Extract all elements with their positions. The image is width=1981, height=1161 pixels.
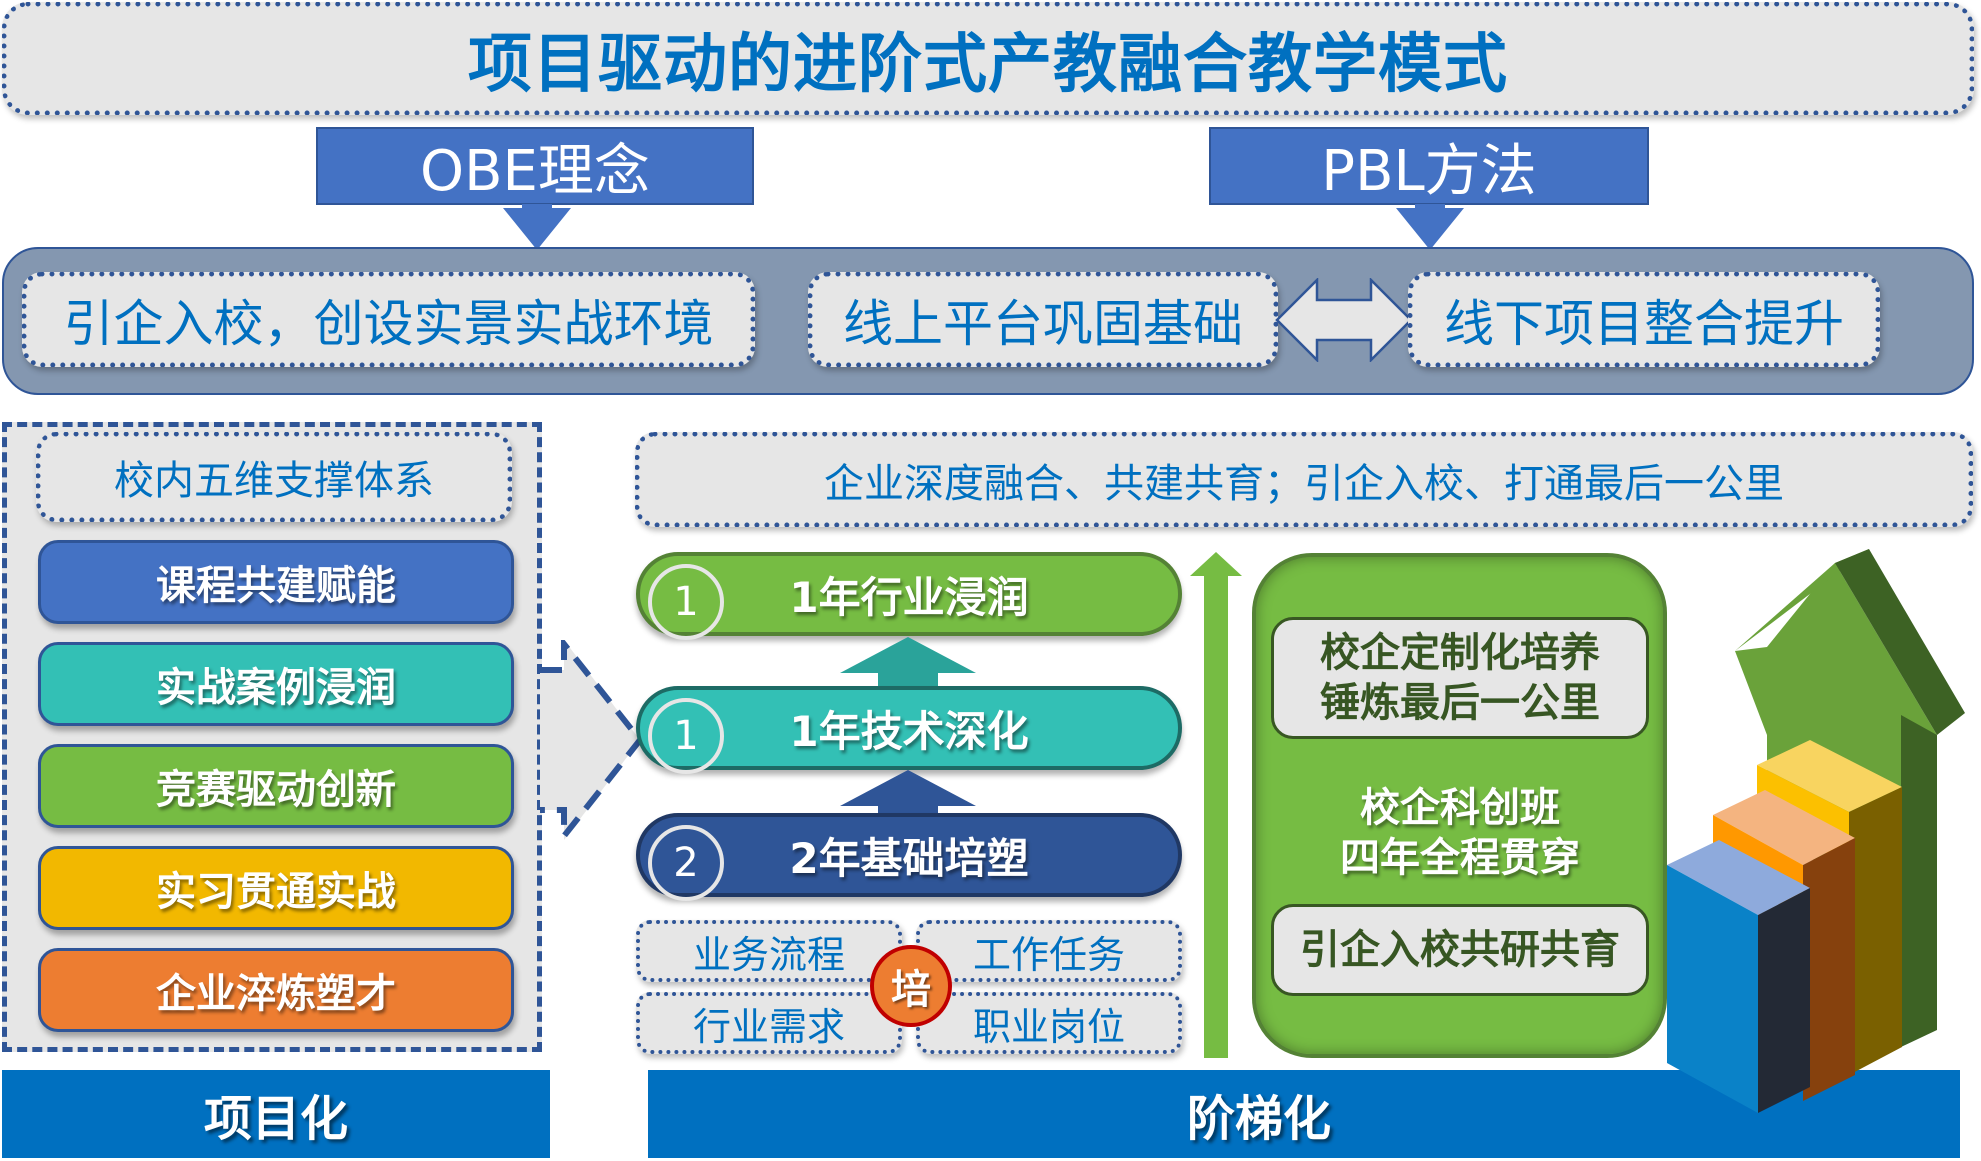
pillar-internship: 实习贯通实战 xyxy=(38,846,514,930)
title-banner: 项目驱动的进阶式产教融合教学模式 xyxy=(2,2,1974,115)
band-item-label: 线下项目整合提升 xyxy=(1444,294,1844,353)
stage-foundation: 2 2年基础培塑 xyxy=(636,813,1182,901)
footer-projectization: 项目化 xyxy=(2,1070,550,1158)
stage-number-badge: 2 xyxy=(648,825,724,901)
foundation-item-label: 业务流程 xyxy=(692,932,845,977)
stage-label: 2年基础培塑 xyxy=(789,833,1029,883)
right-banner-label: 企业深度融合、共建共育；引企入校、打通最后一公里 xyxy=(824,460,1784,507)
growth-stairs-arrow-icon xyxy=(1667,549,1965,1113)
long-up-arrow-icon xyxy=(1190,552,1242,1058)
foundation-item-industry-need: 行业需求 xyxy=(636,992,902,1054)
left-panel-header: 校内五维支撑体系 xyxy=(36,432,512,522)
pillar-case: 实战案例浸润 xyxy=(38,642,514,726)
band-item-label: 引企入校，创设实景实战环境 xyxy=(63,294,714,353)
joint-research-box: 引企入校共研共育 xyxy=(1271,904,1649,996)
pillar-label: 企业淬炼塑才 xyxy=(156,971,396,1017)
left-panel-header-label: 校内五维支撑体系 xyxy=(114,458,434,504)
custom-training-line1: 校企定制化培养 xyxy=(1320,630,1600,676)
page-title: 项目驱动的进阶式产教融合教学模式 xyxy=(468,27,1508,102)
double-arrow-icon xyxy=(1275,278,1413,362)
custom-training-line2: 锤炼最后一公里 xyxy=(1320,680,1600,726)
foundation-item-process: 业务流程 xyxy=(636,920,902,982)
up-arrow-icon xyxy=(840,637,976,673)
stage-number-badge: 1 xyxy=(648,564,724,640)
pbl-concept-box: PBL方法 xyxy=(1209,127,1649,205)
cultivate-badge: 培 xyxy=(870,945,952,1027)
obe-concept-label: OBE理念 xyxy=(420,138,650,204)
pillar-label: 课程共建赋能 xyxy=(156,563,396,609)
obe-concept-box: OBE理念 xyxy=(316,127,754,205)
stage-industry: 1 1年行业浸润 xyxy=(636,552,1182,640)
up-arrow-stem xyxy=(878,672,938,690)
innovation-class-line1: 校企科创班 xyxy=(1360,785,1560,831)
stage-number-badge: 1 xyxy=(648,698,724,774)
footer-label: 阶梯化 xyxy=(1186,1091,1331,1147)
right-banner: 企业深度融合、共建共育；引企入校、打通最后一公里 xyxy=(635,432,1973,527)
pillar-enterprise: 企业淬炼塑才 xyxy=(38,948,514,1032)
band-item-label: 线上平台巩固基础 xyxy=(843,294,1243,353)
left-support-panel xyxy=(2,422,542,1052)
custom-training-box: 校企定制化培养 锤炼最后一公里 xyxy=(1271,617,1649,739)
right-arrow-icon xyxy=(540,640,640,840)
innovation-class-text: 校企科创班 四年全程贯穿 xyxy=(1271,780,1649,886)
foundation-item-label: 职业岗位 xyxy=(972,1004,1125,1049)
stage-technical: 1 1年技术深化 xyxy=(636,686,1182,774)
pillar-label: 竞赛驱动创新 xyxy=(156,767,396,813)
pillar-competition: 竞赛驱动创新 xyxy=(38,744,514,828)
up-arrow-icon xyxy=(840,770,976,806)
band-item-enterprise-env: 引企入校，创设实景实战环境 xyxy=(22,272,755,367)
foundation-item-position: 职业岗位 xyxy=(916,992,1182,1054)
pillar-label: 实习贯通实战 xyxy=(156,869,396,915)
down-arrow-icon xyxy=(1396,208,1464,250)
down-arrow-icon xyxy=(503,208,571,250)
pillar-label: 实战案例浸润 xyxy=(156,665,396,711)
pbl-concept-label: PBL方法 xyxy=(1321,138,1537,204)
band-item-online: 线上平台巩固基础 xyxy=(808,272,1278,367)
innovation-class-line2: 四年全程贯穿 xyxy=(1340,835,1580,881)
foundation-item-task: 工作任务 xyxy=(916,920,1182,982)
cultivate-label: 培 xyxy=(891,967,931,1013)
band-item-offline: 线下项目整合提升 xyxy=(1408,272,1880,367)
footer-label: 项目化 xyxy=(203,1091,348,1147)
stage-label: 1年技术深化 xyxy=(789,706,1029,756)
joint-research-label: 引企入校共研共育 xyxy=(1300,927,1620,973)
foundation-item-label: 工作任务 xyxy=(972,932,1125,977)
pillar-course: 课程共建赋能 xyxy=(38,540,514,624)
stage-label: 1年行业浸润 xyxy=(789,572,1029,622)
foundation-item-label: 行业需求 xyxy=(692,1004,845,1049)
